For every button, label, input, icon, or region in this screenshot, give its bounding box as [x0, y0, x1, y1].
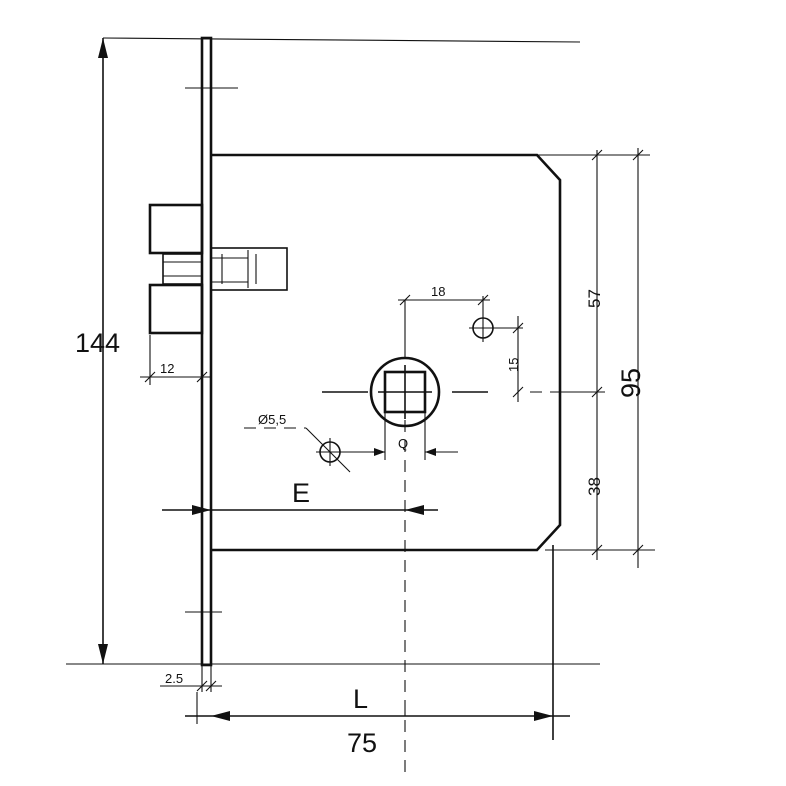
dim-screw-hole-label: Ø5,5 — [258, 412, 286, 427]
latch-assembly — [148, 203, 288, 335]
faceplate — [200, 36, 213, 667]
screw-hole — [244, 427, 385, 473]
latch-bolt-lower — [148, 283, 204, 335]
dim-18-label: 18 — [431, 284, 445, 299]
dimension-12 — [140, 335, 212, 385]
lock-case — [211, 153, 562, 552]
dimension-length — [185, 545, 570, 740]
dim-75-label: 75 — [347, 728, 377, 758]
dim-95-label: 95 — [616, 368, 646, 398]
dimension-right-side — [537, 148, 655, 568]
latch-slider — [210, 247, 288, 291]
dimension-e — [162, 505, 438, 515]
dim-38-label: 38 — [585, 477, 604, 496]
dim-2-5-label: 2.5 — [165, 671, 183, 686]
dim-12-label: 12 — [160, 361, 174, 376]
dimension-2-5 — [160, 665, 222, 692]
dimension-15 — [512, 316, 524, 402]
dim-15-label: 15 — [506, 358, 521, 372]
latch-bolt-upper — [148, 203, 204, 255]
dim-e-label: E — [292, 478, 310, 508]
latch-tongue — [162, 253, 203, 285]
dim-l-label: L — [353, 684, 368, 714]
cylinder-hole — [469, 296, 523, 342]
spindle-hub — [322, 300, 488, 428]
dim-57-label: 57 — [585, 289, 604, 308]
dimension-q — [372, 412, 458, 460]
dim-144-label: 144 — [75, 328, 120, 358]
dimension-144 — [66, 37, 600, 665]
dim-q-label: Q — [398, 436, 408, 451]
dimension-18 — [398, 294, 490, 306]
